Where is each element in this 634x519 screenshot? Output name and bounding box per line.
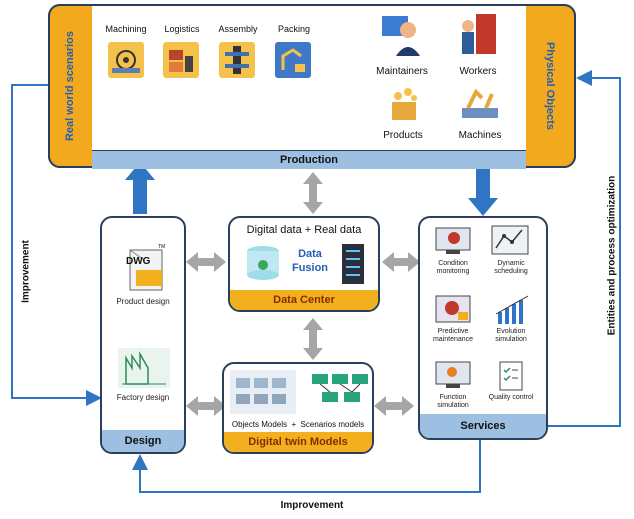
evolution-simulation-icon: [492, 294, 532, 326]
packing-icon: [275, 42, 311, 78]
bottom-improvement-label: Improvement: [280, 500, 344, 511]
dwg-text: DWG: [126, 256, 151, 267]
datacenter-services-arrow: [382, 252, 420, 272]
dynamic-scheduling-label: Dynamic scheduling: [494, 260, 528, 275]
production-bar: Production: [92, 150, 526, 169]
machining-icon: [108, 42, 144, 78]
maintainers-label: Maintainers: [376, 66, 428, 77]
quality-control-label: Quality control: [488, 394, 534, 401]
data-center-top-label: Digital data + Real data: [246, 224, 362, 236]
services-panel: Condition monitoring Dynamic scheduling …: [418, 216, 548, 440]
condition-monitoring-icon: [434, 226, 474, 256]
function-simulation-icon: [434, 360, 474, 392]
predictive-maintenance-icon: [434, 294, 474, 326]
database-icon: [244, 244, 282, 282]
data-center-panel: Digital data + Real data Data Fusion Dat…: [228, 216, 380, 312]
product-design-label: Product design: [116, 297, 170, 306]
scenarios-model-image: [308, 370, 370, 414]
condition-monitoring-label: Condition monitoring: [436, 260, 470, 275]
products-label: Products: [383, 130, 423, 141]
twin-services-arrow: [374, 396, 414, 416]
digital-twin-panel: Objects Models + Scenarios models Digita…: [222, 362, 374, 454]
machines-icon: [458, 84, 502, 124]
services-bar: Services: [420, 414, 546, 438]
design-panel: DWG TM Product design Factory design Des…: [100, 216, 186, 454]
server-icon: [338, 242, 368, 286]
logistics-icon: [163, 42, 199, 78]
production-frame: [48, 4, 576, 168]
products-icon: [384, 84, 424, 124]
worker-icon: [456, 12, 500, 56]
dwg-icon: DWG TM: [124, 244, 168, 292]
datacenter-twin-arrow: [303, 318, 323, 360]
process-label-assembly: Assembly: [218, 24, 258, 34]
factory-design-icon: [118, 348, 170, 388]
workers-label: Workers: [459, 66, 497, 77]
process-label-logistics: Logistics: [164, 24, 200, 34]
data-fusion-label-1: Data: [298, 248, 322, 260]
physical-objects-panel: Physical Objects: [526, 4, 576, 168]
predictive-maintenance-label: Predictive maintenance: [432, 328, 474, 343]
left-improvement-line: [11, 84, 102, 406]
right-optimization-line: [546, 70, 621, 427]
evolution-simulation-label: Evolution simulation: [495, 328, 527, 343]
twin-models-caption: Objects Models + Scenarios models: [231, 420, 365, 429]
real-world-scenarios-panel: Real world scenarios: [48, 4, 92, 168]
bottom-improvement-line: [132, 440, 481, 493]
objects-model-image: [230, 370, 296, 414]
quality-control-icon: [496, 358, 528, 392]
data-fusion-label-2: Fusion: [291, 262, 329, 274]
production-datacenter-arrow: [303, 172, 323, 214]
design-datacenter-arrow: [186, 252, 226, 272]
factory-design-label: Factory design: [116, 393, 170, 402]
data-center-bar: Data Center: [230, 290, 378, 310]
dynamic-scheduling-icon: [490, 224, 530, 256]
production-to-services-arrow: [468, 168, 498, 216]
left-improvement-label: Improvement: [20, 240, 32, 303]
design-bar: Design: [102, 430, 184, 452]
process-label-packing: Packing: [277, 24, 311, 34]
machines-label: Machines: [458, 130, 502, 141]
tm-text: TM: [158, 244, 166, 250]
design-twin-arrow: [186, 396, 226, 416]
digital-twin-bar: Digital twin Models: [224, 432, 372, 452]
physical-objects-label: Physical Objects: [544, 41, 556, 131]
design-to-production-arrow: [125, 162, 155, 214]
right-optimization-label: Entities and process optimization: [606, 175, 618, 336]
function-simulation-label: Function simulation: [437, 394, 469, 409]
process-label-machining: Machining: [105, 24, 147, 34]
maintainer-icon: [380, 12, 424, 56]
assembly-icon: [219, 42, 255, 78]
real-world-scenarios-label: Real world scenarios: [64, 30, 76, 142]
